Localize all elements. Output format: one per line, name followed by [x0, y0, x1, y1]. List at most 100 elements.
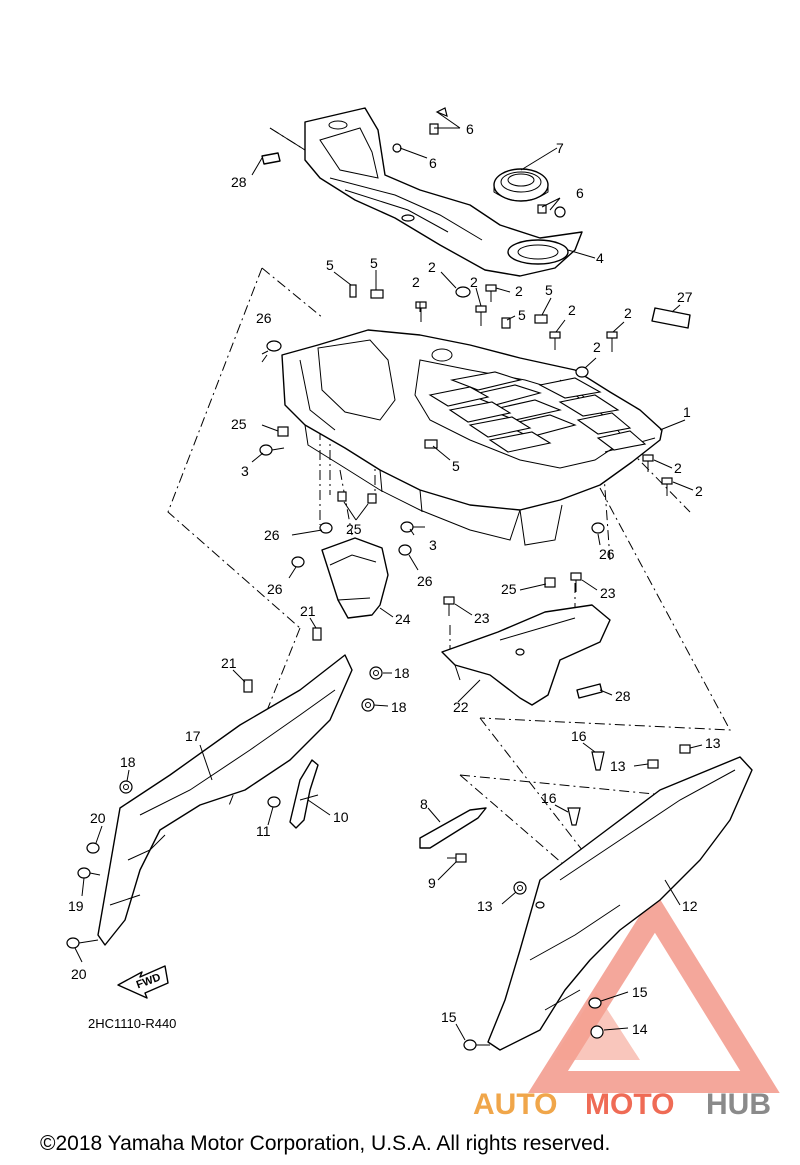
callout-2: 2 [470, 274, 478, 290]
callout-26: 26 [267, 581, 283, 597]
bolt-icon [606, 331, 618, 352]
bolt-icon [642, 454, 654, 472]
bolt-icon [77, 867, 101, 879]
bolt-icon [398, 544, 412, 556]
nut-icon [590, 1025, 604, 1039]
bolt-icon [485, 284, 497, 302]
part-10-bracket[interactable] [289, 759, 319, 829]
callout-6: 6 [466, 121, 474, 137]
callout-23: 23 [600, 585, 616, 601]
callout-17: 17 [185, 728, 201, 744]
callout-2: 2 [568, 302, 576, 318]
bolt-icon [455, 286, 471, 298]
callout-5: 5 [545, 282, 553, 298]
callout-1: 1 [683, 404, 691, 420]
nut-icon [544, 577, 556, 588]
bolt-icon [549, 331, 561, 350]
forward-direction-arrow: FWD [117, 965, 169, 999]
callout-6: 6 [576, 185, 584, 201]
callout-14: 14 [632, 1021, 648, 1037]
part-22-lower-plate[interactable] [441, 604, 611, 706]
callout-5: 5 [370, 255, 378, 271]
nut-icon [337, 491, 347, 502]
callout-25: 25 [346, 521, 362, 537]
callout-5: 5 [452, 458, 460, 474]
callout-2: 2 [593, 339, 601, 355]
callout-26: 26 [256, 310, 272, 326]
clip-icon [312, 627, 322, 641]
callout-25: 25 [501, 581, 517, 597]
bolt-icon [647, 759, 659, 769]
bolt-icon [291, 556, 305, 568]
callout-26: 26 [417, 573, 433, 589]
callout-28: 28 [231, 174, 247, 190]
callout-21: 21 [300, 603, 316, 619]
watermark-text: AUTO MOTO HUB [473, 1088, 771, 1121]
callout-20: 20 [90, 810, 106, 826]
bolt-icon [679, 744, 691, 754]
part-28-label-lower[interactable] [576, 683, 603, 699]
callout-2: 2 [695, 483, 703, 499]
bolt-icon [475, 305, 487, 326]
watermark-hub: HUB [706, 1088, 771, 1121]
clip-icon [243, 679, 253, 693]
bolt-icon [259, 444, 285, 456]
callout-3: 3 [429, 537, 437, 553]
part-1-grid-tray [428, 371, 647, 453]
callout-2: 2 [674, 460, 682, 476]
callout-28: 28 [615, 688, 631, 704]
bolt-icon [463, 1039, 490, 1051]
watermark-moto: MOTO [585, 1088, 674, 1121]
part-7-fuel-cap[interactable] [493, 168, 549, 202]
fasteners [66, 107, 691, 1051]
watermark-auto: AUTO [473, 1088, 557, 1121]
grommet-icon [361, 698, 375, 712]
bolt-icon [267, 796, 281, 808]
bolt-icon [400, 521, 425, 533]
callout-12: 12 [682, 898, 698, 914]
callout-4: 4 [596, 250, 604, 266]
callout-16: 16 [571, 728, 587, 744]
callout-8: 8 [420, 796, 428, 812]
copyright-notice: ©2018 Yamaha Motor Corporation, U.S.A. A… [40, 1132, 610, 1155]
drawing-code: 2HC1110-R440 [88, 1016, 176, 1031]
clip-icon [349, 284, 357, 298]
nut-icon [277, 426, 289, 437]
part-12-right-side-cover[interactable] [487, 756, 753, 1051]
callout-20: 20 [71, 966, 87, 982]
callout-16: 16 [541, 790, 557, 806]
part-4-upper-cover[interactable] [304, 107, 583, 277]
screw-icon [392, 143, 402, 153]
nut-icon [367, 493, 377, 504]
callout-15: 15 [441, 1009, 457, 1025]
clip-icon [567, 807, 581, 826]
callout-9: 9 [428, 875, 436, 891]
bolt-icon [588, 997, 602, 1009]
callout-15: 15 [632, 984, 648, 1000]
callout-18: 18 [391, 699, 407, 715]
grommet-icon [119, 780, 133, 794]
part-27-label[interactable] [651, 307, 691, 329]
part-24-air-duct[interactable] [321, 537, 389, 619]
callout-leaders [74, 111, 703, 1041]
clip-icon [591, 751, 605, 771]
callout-5: 5 [326, 257, 334, 273]
part-28-label-top[interactable] [261, 152, 281, 165]
bolt-icon [575, 366, 589, 378]
callout-18: 18 [120, 754, 136, 770]
part-8-trim-strip[interactable] [419, 807, 487, 849]
screw-icon [554, 206, 566, 218]
bolt-icon [447, 853, 467, 863]
bolt-icon [261, 340, 282, 355]
bolt-icon [591, 522, 605, 534]
clip-icon [534, 314, 548, 324]
callout-numbers: 1 2 2 2 2 2 2 2 2 2 3 3 4 5 5 5 5 5 6 6 … [68, 121, 721, 1037]
bolt-icon [661, 477, 673, 496]
callout-13: 13 [610, 758, 626, 774]
bolt-icon [443, 596, 455, 616]
callout-27: 27 [677, 289, 693, 305]
callout-21: 21 [221, 655, 237, 671]
part-17-left-side-cover[interactable] [97, 654, 353, 946]
clip-icon [424, 439, 438, 449]
callout-11: 11 [256, 823, 271, 839]
